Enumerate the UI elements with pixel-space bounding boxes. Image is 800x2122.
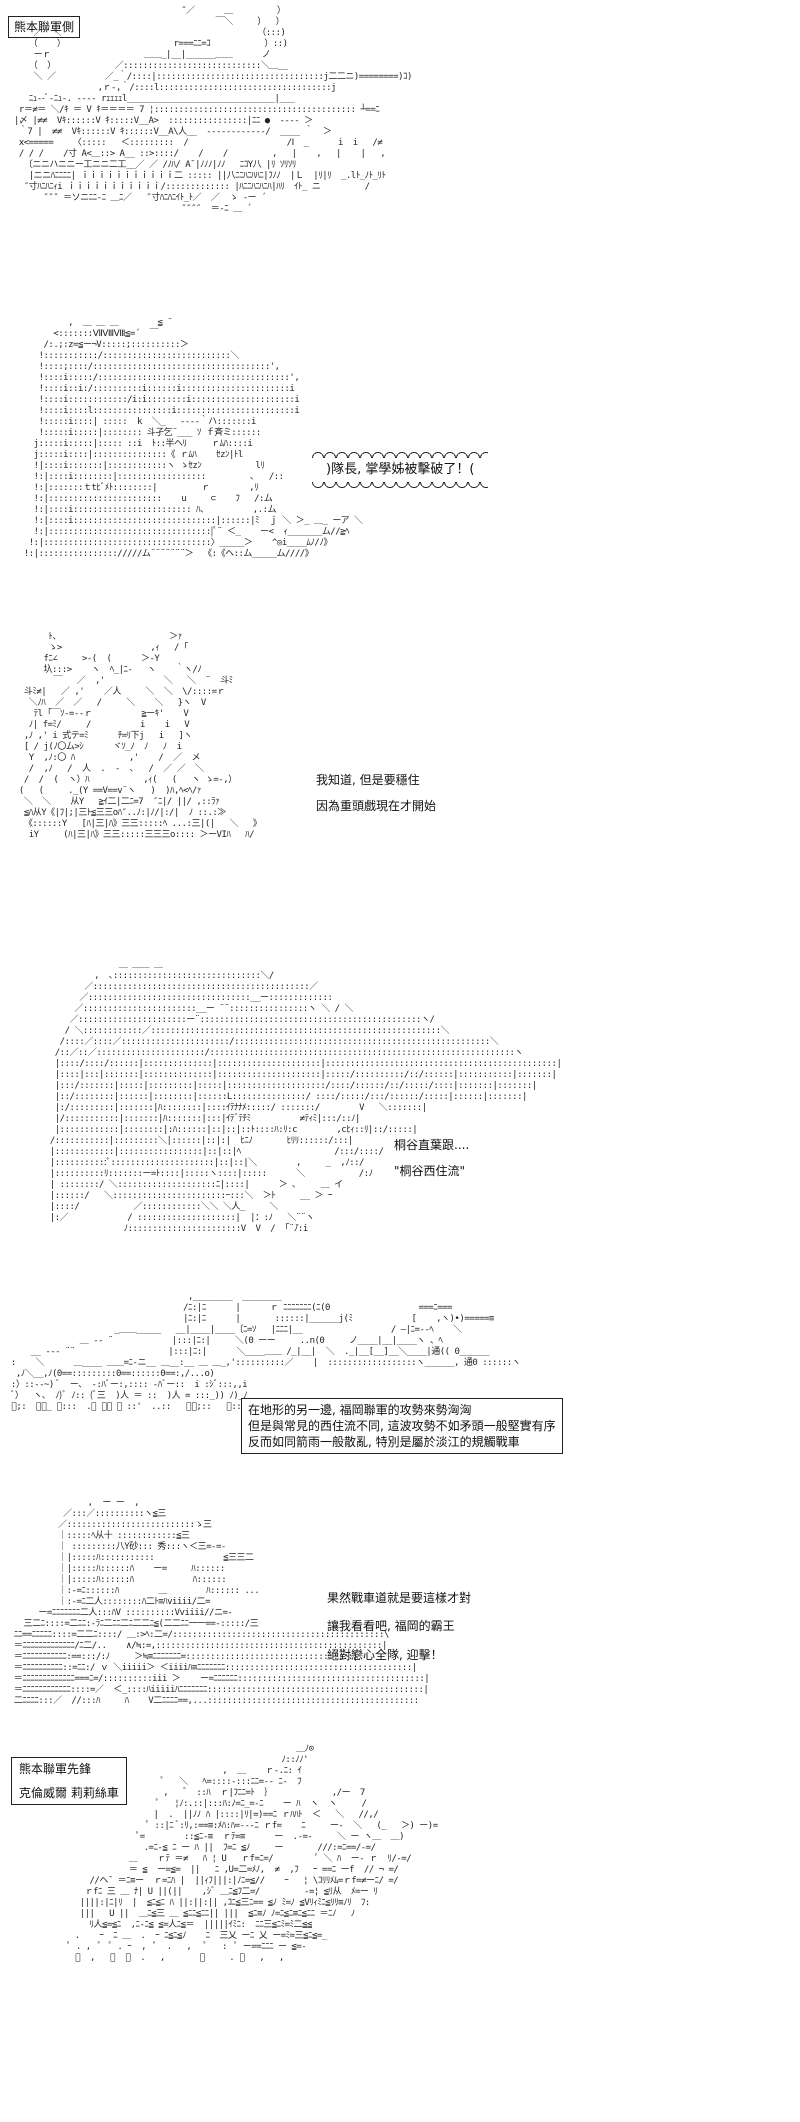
panel-5-tank-art: ,________ ________ /ﾆ:|ﾆ | ｒ ﾆﾆﾆﾆﾆﾆﾆ(ﾆ(0… [6,1292,521,1412]
panel-3-line-2: 因為重頭戲現在才開始 [316,799,437,813]
panel-2-shout-bubble: )隊長, 掌學姊被擊破了！( [312,450,489,490]
panel-5-narration-line-3: 反而如同箭雨一般散亂, 特別是屬於淡江的規觸戰車 [248,1435,520,1449]
panel-3-character-art: ﾄ、 ＞ｧ ゝ> ,ｨ / ｢ fﾆ∠ >-( ( ＞-Y 圦:::> ヽ ﾍ_… [18,632,262,840]
panel-1-tank-art: ″／ ＿ ） ￣＼ ） ） ／ ＼ （:::) （ ） r===ﾆﾆ=ｺ ）::… [14,6,412,214]
panel-4-line-2: "桐谷西住流" [394,1164,466,1178]
panel-6-line-1: 果然戰車道就是要這樣才對 [327,1591,472,1605]
panel-5-narration-line-1: 在地形的另一邊, 福岡聯軍的攻勢來勢洶洶 [248,1403,472,1417]
panel-6-character-art: , ー ー , ／:::／::::::::::ヽ≦三 ／::::::::::::… [13,1498,430,1706]
panel-1-title: 熊本聯軍側 [14,20,75,34]
panel-5-narration-line-2: 但是與常見的西住流不同, 這波攻勢不如矛頭一般堅實有序 [248,1419,556,1433]
panel-2-shout-text: )隊長, 掌學姊被擊破了！( [326,462,475,477]
panel-7-title-box: 熊本聯軍先鋒 克倫威爾 莉莉絲車 [11,1757,127,1805]
panel-1-title-box: 熊本聯軍側 [8,16,81,38]
panel-7-tank-art: ＿ﾉ⊙ ﾉ::ﾉﾉ' , ＿ ｒ-.ﾆ: ｲ ﾟ ＼ ﾍ=::::-:::ﾆﾆ=… [64,1744,438,1963]
panel-4-line-1: 桐谷直葉跟.... [394,1138,470,1152]
panel-6-line-2: 讓我看看吧, 福岡的霸王 [327,1619,455,1633]
panel-2-character-art: , ＿ ＿ ＿ ≦ ¨ <:::::::ⅦⅧⅧ≦=´ ￣ /:.;:z=≦ー¬V… [23,318,363,559]
panel-3-line-1: 我知道, 但是要穩住 [316,773,420,787]
panel-5-narration-box: 在地形的另一邊, 福岡聯軍的攻勢來勢洶洶 但是與常見的西住流不同, 這波攻勢不如… [241,1398,563,1454]
panel-7-title-line-1: 熊本聯軍先鋒 [19,1762,92,1776]
panel-7-title-line-2: 克倫威爾 莉莉絲車 [19,1786,119,1800]
panel-6-line-3: 絕對戀心全隊, 迎擊！ [327,1648,443,1662]
panel-4-character-art: ＿ ＿＿ ＿ , ､::::::::::::::::::::::::::::::… [49,960,562,1234]
